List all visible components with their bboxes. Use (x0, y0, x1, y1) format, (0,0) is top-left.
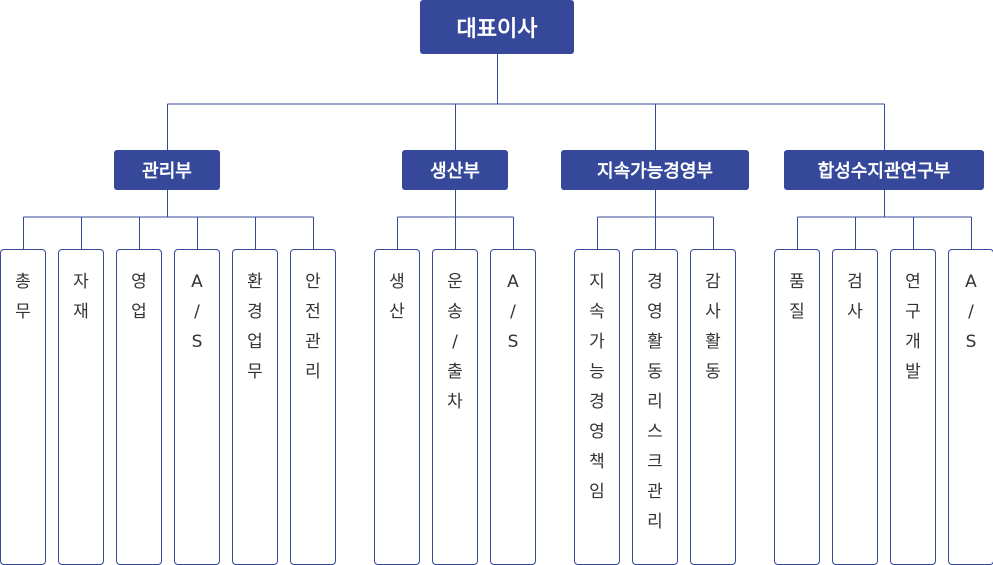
unit-label-char: 자 (73, 272, 89, 292)
unit-label-char: S (507, 332, 519, 352)
unit-label-char: 업 (131, 302, 147, 322)
unit-label-char: 리 (305, 362, 321, 382)
unit-label-char: 경 (247, 302, 263, 322)
unit-label-char: 임 (589, 482, 605, 502)
unit-label-char: 감 (705, 272, 721, 292)
unit-label-char: 안 (305, 272, 321, 292)
unit-label-char: 사 (847, 302, 863, 322)
unit-label-char: 발 (905, 362, 921, 382)
unit-label-char: 질 (789, 302, 805, 322)
unit-label-char: 사 (705, 302, 721, 322)
unit-label-char: 산 (389, 302, 405, 322)
unit-label-char: S (965, 332, 977, 352)
unit-label-char: 송 (447, 302, 463, 322)
unit-label-char: 생 (389, 272, 405, 292)
unit-label-char: 동 (705, 362, 721, 382)
unit-label-char: / (968, 302, 974, 322)
unit-label-char: 업 (247, 332, 263, 352)
unit-label-char: 리 (647, 392, 663, 412)
unit-label-char: 크 (647, 452, 663, 472)
unit-label-char: 경 (647, 272, 663, 292)
unit-label-char: 품 (789, 272, 805, 292)
unit-label-char: 관 (305, 332, 321, 352)
unit-label-char: S (191, 332, 203, 352)
dept-production: 생산부 (402, 150, 508, 190)
unit-after-service-research: A / S (948, 249, 993, 565)
unit-label-char: 구 (905, 302, 921, 322)
unit-label-char: 무 (247, 362, 263, 382)
unit-label-char: 총 (15, 272, 31, 292)
unit-label-char: 검 (847, 272, 863, 292)
dept-sustainability: 지속가능경영부 (561, 150, 749, 190)
unit-label-char: 능 (589, 362, 605, 382)
unit-label-char: 전 (305, 302, 321, 322)
unit-label-char: / (452, 332, 458, 352)
unit-label-char: 개 (905, 332, 921, 352)
unit-label-char: 연 (905, 272, 921, 292)
unit-label-char: 운 (447, 272, 463, 292)
unit-label-char: 영 (589, 422, 605, 442)
unit-label-char: A (507, 272, 519, 292)
unit-label-char: 영 (647, 302, 663, 322)
unit-label-char: 리 (647, 512, 663, 532)
unit-label-char: 경 (589, 392, 605, 412)
unit-label-char: 활 (705, 332, 721, 352)
ceo-box: 대표이사 (420, 0, 574, 54)
unit-label-char: 지 (589, 272, 605, 292)
unit-label-char: 출 (447, 362, 463, 382)
unit-label-char: 책 (589, 452, 605, 472)
unit-label-char: 가 (589, 332, 605, 352)
unit-after-service-production: A / S (490, 249, 536, 565)
unit-label-char: 동 (647, 362, 663, 382)
unit-label-char: 스 (647, 422, 663, 442)
unit-label-char: / (194, 302, 200, 322)
unit-label-char: A (965, 272, 977, 292)
unit-label-char: 관 (647, 482, 663, 502)
unit-label-char: 영 (131, 272, 147, 292)
unit-label-char: 환 (247, 272, 263, 292)
unit-label-char: A (191, 272, 203, 292)
unit-after-service-admin: A / S (174, 249, 220, 565)
unit-label-char: / (510, 302, 516, 322)
unit-label-char: 차 (447, 392, 463, 412)
unit-label-char: 재 (73, 302, 89, 322)
unit-label-char: 무 (15, 302, 31, 322)
dept-admin: 관리부 (114, 150, 220, 190)
unit-label-char: 속 (589, 302, 605, 322)
dept-research: 합성수지관연구부 (784, 150, 984, 190)
unit-label-char: 활 (647, 332, 663, 352)
